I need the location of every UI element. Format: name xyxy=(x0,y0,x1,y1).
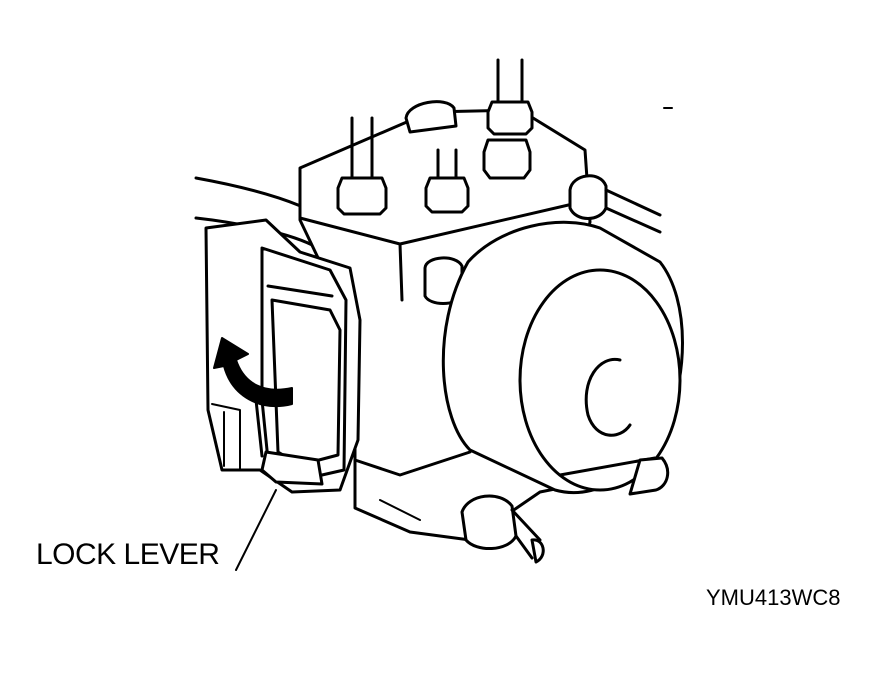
brake-line-port-2 xyxy=(424,148,470,214)
lock-lever-label: LOCK LEVER xyxy=(36,538,220,571)
brake-line-port-side xyxy=(568,174,662,234)
brake-line-port-1 xyxy=(336,116,388,216)
lock-lever-leader-line xyxy=(235,489,277,571)
electrical-connector xyxy=(204,218,362,494)
curved-arrow-icon xyxy=(213,337,293,407)
brake-line-port-3 xyxy=(482,58,534,180)
lock-lever xyxy=(260,450,324,486)
lower-outlet-pipe xyxy=(460,494,545,564)
pump-motor xyxy=(441,220,684,496)
figure-code-label: YMU413WC8 xyxy=(706,585,841,610)
brake-line-port-4 xyxy=(404,100,458,134)
